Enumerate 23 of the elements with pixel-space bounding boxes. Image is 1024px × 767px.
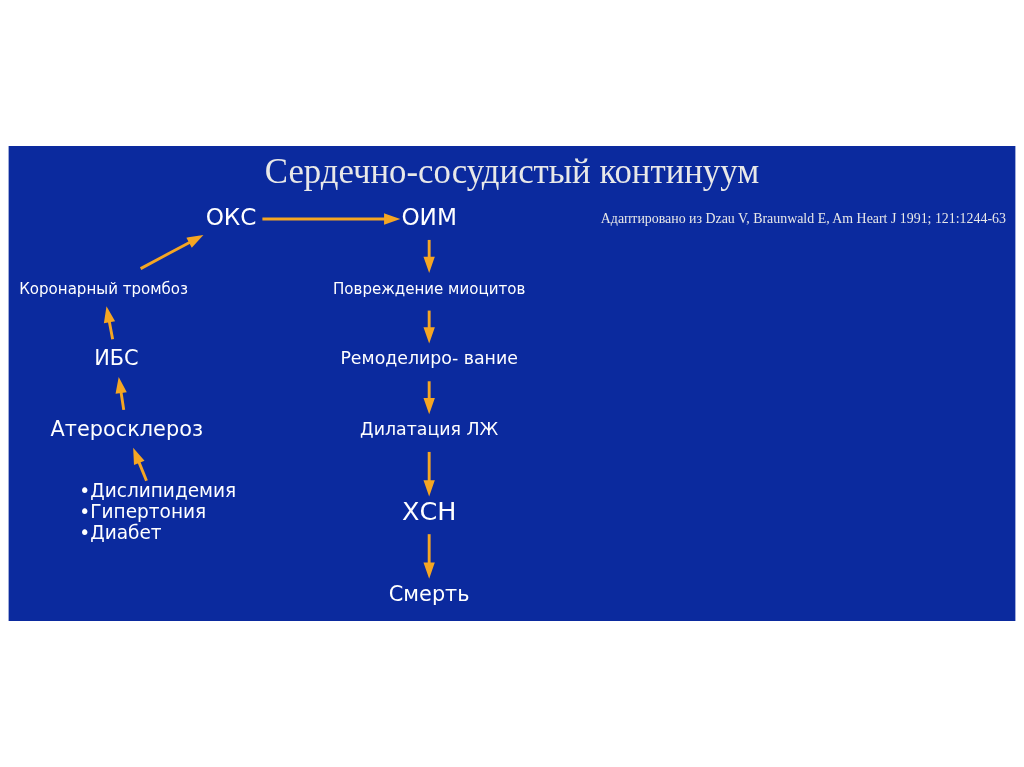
arrow bbox=[423, 310, 435, 344]
node-text: ОКС bbox=[205, 202, 257, 230]
arrow bbox=[103, 306, 116, 340]
arrow bbox=[139, 234, 204, 270]
node-text: ХСН bbox=[401, 495, 457, 526]
node-text: Повреждение миоцитов bbox=[333, 279, 526, 298]
node-text: ОИМ bbox=[401, 202, 457, 230]
node-text: Смерть bbox=[388, 581, 470, 606]
node-text: Ремоделиро- вание bbox=[340, 348, 518, 369]
arrow bbox=[133, 447, 148, 482]
arrow bbox=[423, 239, 435, 273]
node-text: ИБС bbox=[94, 346, 139, 371]
node-text: Атеросклероз bbox=[50, 417, 204, 442]
arrow bbox=[423, 451, 435, 497]
node-text: •Дислипидемия •Гипертония •Диабет bbox=[79, 479, 237, 543]
arrow bbox=[423, 534, 435, 579]
node-text: Дилатация ЛЖ bbox=[360, 419, 499, 440]
arrow bbox=[262, 213, 401, 225]
node-text: Коронарный тромбоз bbox=[19, 279, 189, 298]
arrow bbox=[115, 376, 127, 411]
arrow bbox=[423, 381, 435, 415]
caption: Адаптировано из Dzau V, Braunwald E, Am Heart J 1991; 121:1244-63 bbox=[600, 210, 1006, 226]
diagram-title: Сердечно-сосудистый континуум bbox=[264, 152, 760, 192]
